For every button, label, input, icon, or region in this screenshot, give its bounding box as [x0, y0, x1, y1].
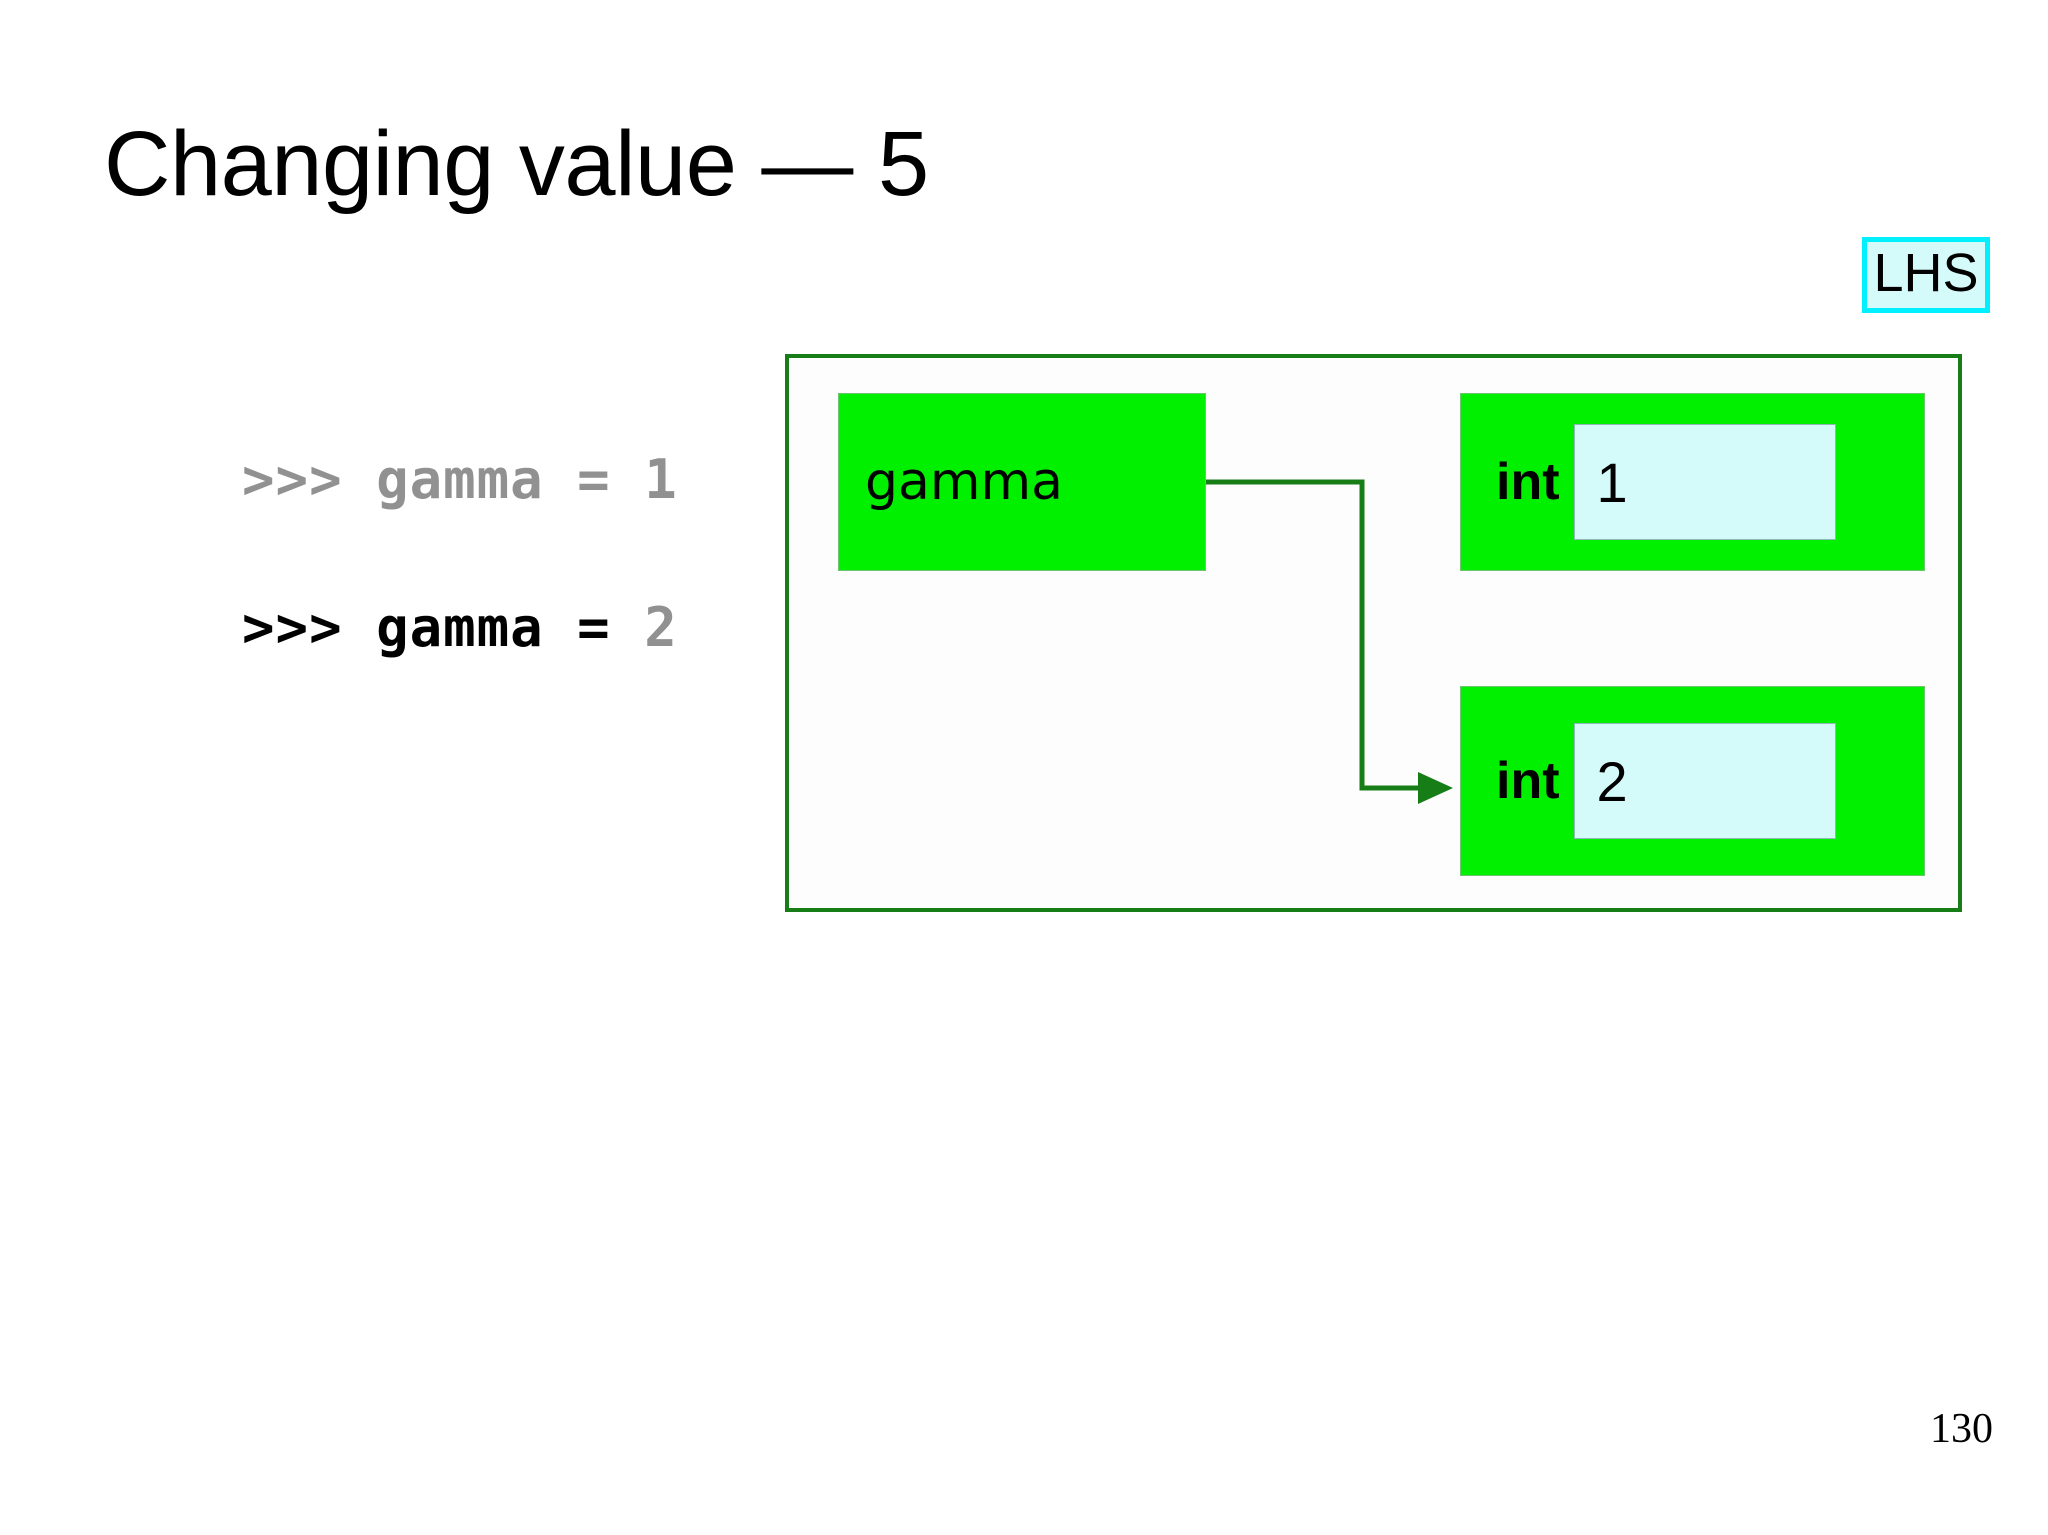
code-operator: =: [543, 448, 645, 511]
code-variable: gamma: [376, 596, 544, 659]
lhs-badge-label: LHS: [1873, 243, 1979, 303]
lhs-badge: LHS: [1862, 237, 1990, 313]
variable-box-label: gamma: [865, 452, 1064, 512]
object-value: 1: [1596, 450, 1628, 514]
code-operator: =: [543, 596, 645, 659]
object-box-int-1: int 1: [1460, 393, 1925, 571]
code-line-1: >>> gamma = 1: [108, 385, 678, 574]
code-prompt: >>>: [242, 596, 377, 659]
object-value: 2: [1596, 749, 1628, 813]
object-value-box: 1: [1573, 424, 1836, 540]
code-prompt: >>>: [242, 448, 377, 511]
object-value-box: 2: [1573, 723, 1836, 839]
code-line-2: >>> gamma = 2: [108, 533, 678, 722]
code-value: 2: [644, 596, 678, 659]
object-type-label: int: [1496, 752, 1560, 810]
page-number: 130: [1930, 1406, 1993, 1452]
page-title: Changing value — 5: [104, 113, 929, 215]
object-box-int-2: int 2: [1460, 686, 1925, 876]
variable-box-gamma: gamma: [838, 393, 1206, 571]
code-variable: gamma: [376, 448, 544, 511]
code-value: 1: [644, 448, 678, 511]
object-type-label: int: [1496, 453, 1560, 511]
